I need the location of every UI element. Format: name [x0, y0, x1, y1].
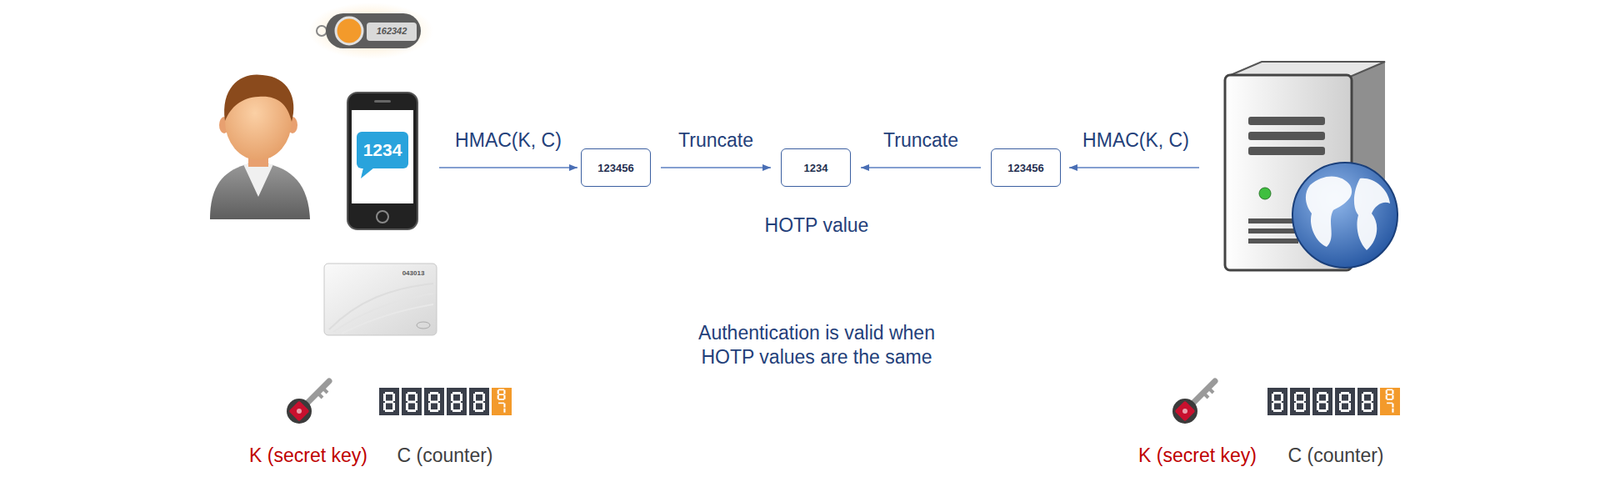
arrow-label: HMAC(K, C) — [1082, 128, 1190, 153]
flow-arrow — [439, 166, 578, 169]
key-icon — [286, 380, 330, 424]
flow-arrow — [660, 166, 771, 169]
flow-arrow — [1069, 166, 1200, 169]
value-text: 123456 — [597, 161, 634, 175]
server-icon — [1225, 61, 1398, 270]
value-text: 123456 — [1007, 161, 1044, 175]
counter-display — [379, 387, 512, 415]
value-box: 123456 — [990, 148, 1061, 187]
key-label: K (secret key) — [249, 443, 368, 468]
key-fob — [308, 2, 434, 60]
token-display: 043013 — [402, 269, 425, 278]
arrow-label: Truncate — [675, 129, 756, 153]
otp-message: 1234 — [356, 131, 409, 169]
hotp-box: 1234 — [780, 148, 851, 187]
caption-label: HOTP value — [765, 213, 870, 238]
counter-display — [1267, 387, 1400, 415]
arrow-label: Truncate — [880, 129, 961, 153]
flow-arrow — [860, 166, 981, 169]
value-text: 1234 — [804, 161, 829, 175]
token-display: 162342 — [376, 25, 408, 38]
key-icon — [1172, 380, 1215, 424]
token-card — [324, 263, 437, 335]
phone-body — [346, 91, 419, 230]
note-text: Authentication is valid when HOTP values… — [679, 320, 955, 370]
arrow-label: HMAC(K, C) — [452, 129, 565, 153]
counter-label: C (counter) — [396, 443, 493, 468]
value-box: 123456 — [580, 148, 651, 187]
key-label: K (secret key) — [1138, 443, 1257, 468]
person-icon — [210, 74, 310, 220]
phone-device: 1234 — [346, 91, 419, 230]
counter-label: C (counter) — [1287, 443, 1384, 468]
